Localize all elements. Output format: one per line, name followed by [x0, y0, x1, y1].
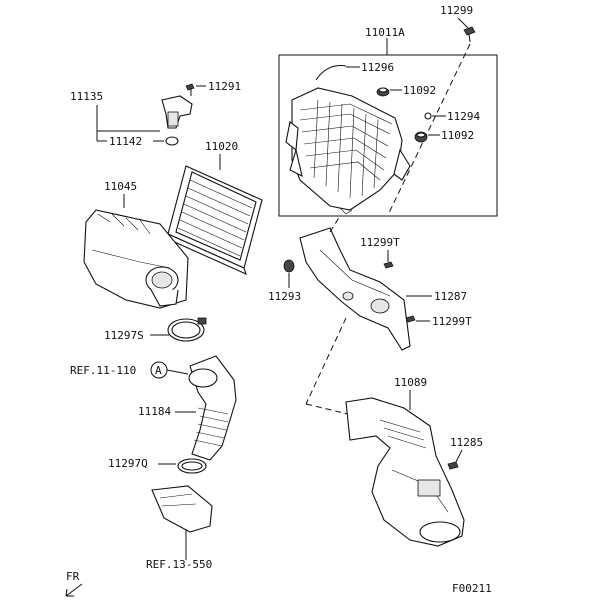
clip-11294	[424, 112, 432, 120]
bolt-11285	[447, 461, 459, 470]
label-11011a: 11011A	[365, 26, 405, 39]
label-ref-a: A	[155, 364, 162, 377]
drawing-code: F00211	[452, 582, 492, 595]
oring-11142	[165, 136, 179, 146]
clamp-11297q	[177, 458, 207, 474]
label-11291: 11291	[208, 80, 241, 93]
label-11297s: 11297S	[104, 329, 144, 342]
bracket-11287	[299, 227, 411, 351]
label-11297q: 11297Q	[108, 457, 148, 470]
hose-11296	[315, 65, 347, 81]
dash-bracket-duct	[305, 317, 347, 405]
label-11299t-b: 11299T	[432, 315, 472, 328]
label-11299t-a: 11299T	[360, 236, 400, 249]
air-cleaner-case	[285, 87, 411, 215]
clamp-11297s	[167, 317, 207, 342]
grommet-11092-lower	[414, 131, 428, 143]
dash-duct-link	[305, 403, 349, 415]
bolt-11299t-a	[383, 261, 394, 269]
label-fr: FR	[66, 570, 80, 583]
label-11287: 11287	[434, 290, 467, 303]
label-11142: 11142	[109, 135, 142, 148]
bolt-11299	[463, 26, 476, 43]
intake-hose-11184	[188, 355, 237, 461]
label-ref-13-550: REF.13-550	[146, 558, 212, 571]
label-11299: 11299	[440, 4, 473, 17]
label-11135: 11135	[70, 90, 103, 103]
dash-11299	[387, 43, 471, 216]
label-11092b: 11092	[441, 129, 474, 142]
leader-ref-a	[166, 369, 189, 375]
front-arrow-icon	[65, 583, 83, 597]
label-11089: 11089	[394, 376, 427, 389]
air-element-11020	[167, 165, 263, 276]
airflow-sensor-11135	[161, 95, 193, 129]
label-11020: 11020	[205, 140, 238, 153]
label-11296: 11296	[361, 61, 394, 74]
label-11294: 11294	[447, 110, 480, 123]
air-cleaner-lower-11045	[83, 209, 189, 309]
label-11293: 11293	[268, 290, 301, 303]
bolt-11299t-b	[405, 315, 416, 323]
grommet-11293	[283, 259, 295, 273]
screw-11291	[185, 83, 195, 96]
grommet-11092-upper	[376, 87, 390, 97]
label-11092a: 11092	[403, 84, 436, 97]
ref-throttle-part	[151, 485, 213, 533]
label-ref-11-110: REF.11-110	[70, 364, 136, 377]
dash-11287	[329, 215, 341, 233]
air-duct-11089	[345, 397, 465, 547]
label-11045: 11045	[104, 180, 137, 193]
bracket-11135	[96, 105, 160, 132]
case-group-frame	[278, 54, 498, 217]
label-11184: 11184	[138, 405, 171, 418]
leader-11285	[455, 449, 463, 463]
leader-11299	[457, 17, 469, 29]
label-11285: 11285	[450, 436, 483, 449]
